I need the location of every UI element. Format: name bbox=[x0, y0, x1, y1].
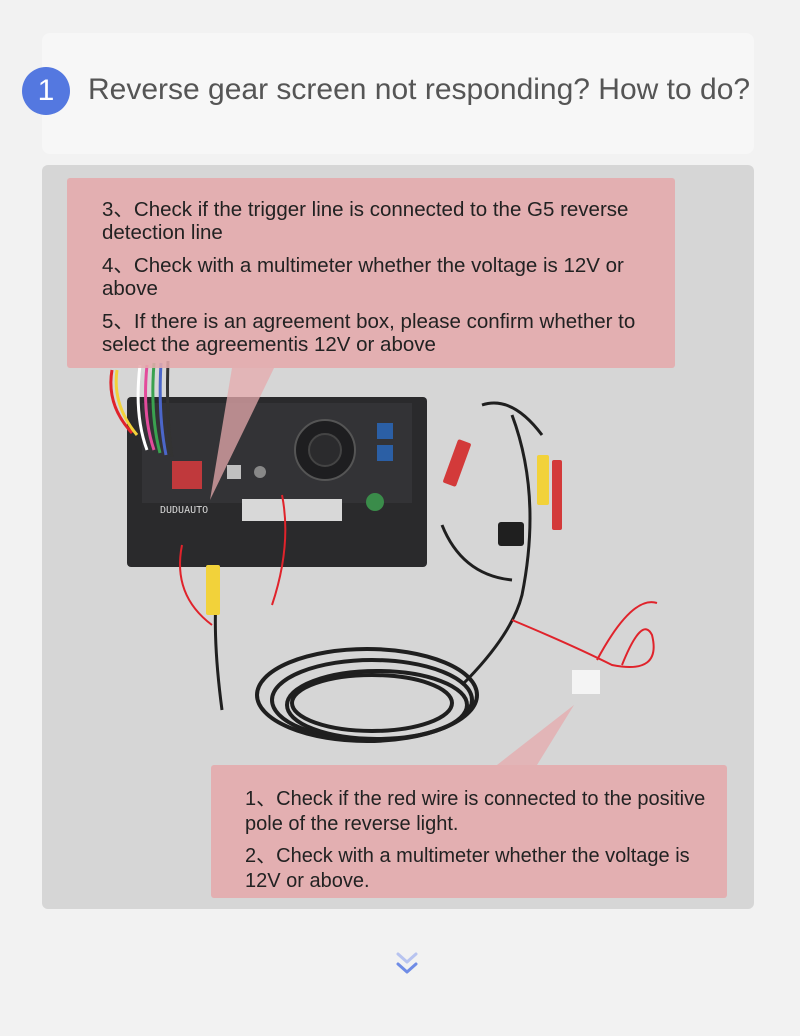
tip-multimeter-voltage: 4、Check with a multimeter whether the vo… bbox=[102, 254, 624, 300]
step-number-badge: 1 bbox=[22, 67, 70, 115]
wiring-photo: DUDUAUTO bbox=[42, 165, 754, 909]
tip-voltage-check: 2、Check with a multimeter whether the vo… bbox=[245, 845, 690, 892]
tip-agreement-box: 5、If there is an agreement box, please c… bbox=[102, 310, 636, 356]
tip-red-wire: 1、Check if the red wire is connected to … bbox=[245, 788, 706, 835]
callout-trigger-checks: 3、Check if the trigger line is connected… bbox=[67, 178, 675, 368]
wire-label-tag bbox=[572, 670, 600, 694]
red-trigger-connector bbox=[443, 439, 471, 487]
cable-coil bbox=[255, 647, 479, 743]
wiring-illustration: DUDUAUTO bbox=[109, 360, 658, 765]
tip-trigger-line: 3、Check if the trigger line is connected… bbox=[102, 198, 629, 244]
fakra-connector-green bbox=[366, 493, 384, 511]
harness-connector bbox=[242, 499, 342, 521]
power-connector bbox=[172, 461, 202, 489]
rca-plug-yellow-2 bbox=[537, 455, 549, 505]
rca-plug-yellow bbox=[206, 565, 220, 615]
callout-top-pointer bbox=[210, 368, 274, 500]
page-title: Reverse gear screen not responding? How … bbox=[88, 73, 751, 106]
callout-bottom-pointer bbox=[497, 705, 574, 765]
callout-red-wire-checks: 1、Check if the red wire is connected to … bbox=[211, 765, 727, 898]
loose-wires bbox=[109, 360, 174, 458]
header-card bbox=[42, 33, 754, 154]
gps-antenna bbox=[498, 522, 524, 546]
rca-plug-red bbox=[552, 460, 562, 530]
fakra-connector-blue bbox=[377, 423, 393, 439]
chevron-double-down-icon[interactable] bbox=[394, 950, 420, 980]
red-trigger-wire bbox=[511, 619, 655, 668]
unit-brand-label: DUDUAUTO bbox=[160, 505, 208, 516]
